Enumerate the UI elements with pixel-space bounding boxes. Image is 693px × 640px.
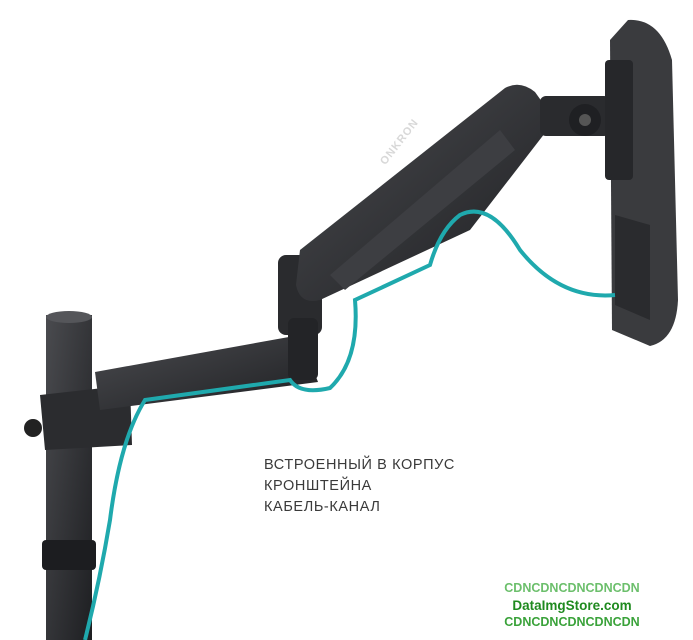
cable: [83, 209, 616, 640]
lower-arm: [95, 335, 318, 410]
caption-line: ВСТРОЕННЫЙ В КОРПУС: [264, 457, 456, 473]
feature-caption: ВСТРОЕННЫЙ В КОРПУС КРОНШТЕЙНА КАБЕЛЬ-КА…: [264, 455, 455, 518]
caption-line: КАБЕЛЬ-КАНАЛ: [264, 499, 381, 515]
watermark: CDNCDNCDNCDNCDN DataImgStore.com CDNCDNC…: [504, 581, 640, 629]
pole: [46, 315, 92, 640]
caption-line: КРОНШТЕЙНА: [264, 478, 372, 494]
